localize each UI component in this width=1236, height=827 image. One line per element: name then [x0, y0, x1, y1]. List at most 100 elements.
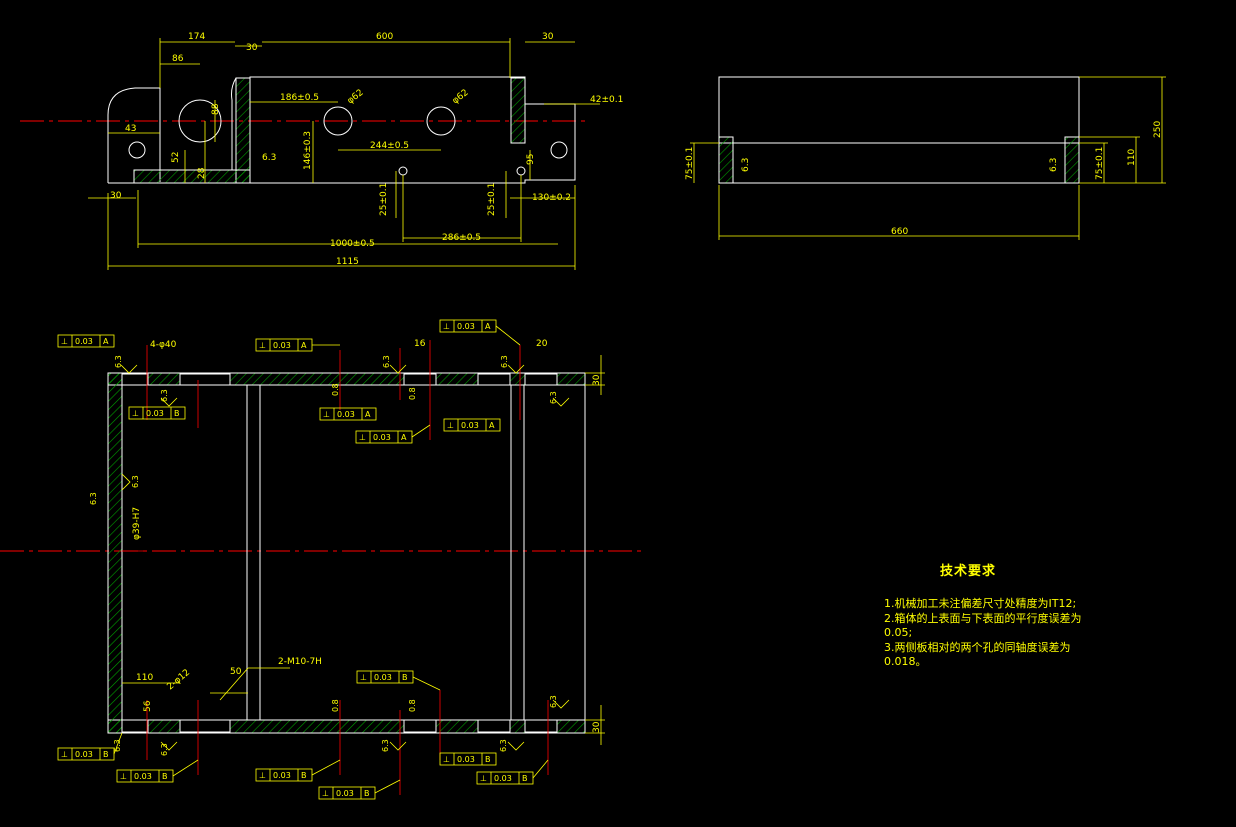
gdt-val-13: 0.03 — [457, 755, 475, 764]
dim-1115: 1115 — [336, 257, 359, 267]
dim-43: 43 — [125, 124, 136, 134]
dim-174: 174 — [188, 32, 205, 42]
dim-6-3-top: 6.3 — [262, 153, 276, 163]
dim-phi62-a: φ62 — [346, 88, 366, 107]
gdt-datum-13: B — [485, 755, 491, 764]
gdt-datum-6: A — [401, 433, 407, 442]
gdt-sym-2: ⊥ — [259, 341, 266, 350]
gdt-datum-10: B — [162, 772, 168, 781]
rough-2: 6.3 — [382, 355, 391, 368]
rough-1: 6.3 — [114, 355, 123, 368]
tech-requirement-line: 3.两侧板相对的两个孔的同轴度误差为 — [884, 640, 1071, 654]
rough-9: 6.3 — [160, 743, 169, 756]
gdt-val-5: 0.03 — [337, 410, 355, 419]
rough-8: 6.3 — [113, 739, 122, 752]
dim-1000: 1000±0.5 — [330, 239, 375, 249]
dim-286: 286±0.5 — [442, 233, 481, 243]
dim-28: 28 — [197, 167, 207, 179]
dim-88: 88 — [211, 103, 221, 115]
gdt-datum-5: A — [365, 410, 371, 419]
gdt-datum-9: B — [103, 750, 109, 759]
callout-30-bottom: 30 — [592, 721, 602, 733]
top-hole-62-left — [323, 106, 353, 136]
gdt-val-12: 0.03 — [336, 789, 354, 798]
dim-42: 42±0.1 — [590, 95, 623, 105]
dim-244: 244±0.5 — [370, 141, 409, 151]
gdt-val-10: 0.03 — [134, 772, 152, 781]
callout-56: 56 — [143, 700, 153, 712]
dim-86: 86 — [172, 54, 184, 64]
bottom-wall-left — [107, 372, 123, 734]
gdt-sym-5: ⊥ — [323, 410, 330, 419]
top-hole-large — [178, 99, 222, 143]
top-hole-small-left — [128, 141, 146, 159]
top-wall-left — [235, 77, 251, 184]
gdt-datum-8: B — [402, 673, 408, 682]
dim-186: 186±0.5 — [280, 93, 319, 103]
side-view: 250 110 75±0.1 75±0.1 6.3 6.3 660 — [685, 76, 1166, 240]
dim-110: 110 — [1127, 149, 1137, 166]
gdt-datum-3: A — [485, 322, 491, 331]
callout-50: 50 — [230, 667, 242, 677]
gdt-datum-4: B — [174, 409, 180, 418]
rough-10: 6.3 — [381, 739, 390, 752]
dim-25-b: 25±0.1 — [487, 183, 497, 216]
dim-phi62-b: φ62 — [451, 88, 471, 107]
gdt-val-7: 0.03 — [461, 421, 479, 430]
side-wall-right — [1064, 136, 1080, 184]
bottom-view: ⊥ 0.03 A ⊥ 0.03 A ⊥ 0.03 A ⊥ 0.03 B ⊥ 0.… — [0, 319, 645, 800]
top-hole-pin-a — [398, 166, 408, 176]
callout-30-top: 30 — [592, 374, 602, 386]
dim-6-3-side-a: 6.3 — [741, 158, 751, 172]
callout-phi39: φ39-H7 — [132, 507, 142, 540]
top-hole-62-right — [426, 106, 456, 136]
top-wall-bottom — [133, 169, 251, 184]
callout-4-phi40: 4-φ40 — [150, 340, 177, 350]
dim-52: 52 — [171, 152, 181, 163]
gdt-sym-12: ⊥ — [322, 789, 329, 798]
dim-600: 600 — [376, 32, 393, 42]
dim-130: 130±0.2 — [532, 193, 571, 203]
dim-30-c: 30 — [110, 191, 122, 201]
dim-6-3-side-b: 6.3 — [1049, 158, 1059, 172]
gdt-sym-13: ⊥ — [443, 755, 450, 764]
dim-660: 660 — [891, 227, 908, 237]
callout-m10: 2-M10-7H — [278, 657, 322, 667]
rough-08-a: 0.8 — [331, 383, 340, 396]
gdt-val-3: 0.03 — [457, 322, 475, 331]
dim-95: 95 — [526, 154, 536, 165]
gdt-sym-14: ⊥ — [480, 774, 487, 783]
callout-110: 110 — [136, 673, 153, 683]
callout-16: 16 — [414, 339, 426, 349]
top-wall-right — [510, 77, 526, 144]
gdt-sym-11: ⊥ — [259, 771, 266, 780]
gdt-datum-12: B — [364, 789, 370, 798]
gdt-val-2: 0.03 — [273, 341, 291, 350]
dim-75-b: 75±0.1 — [1095, 147, 1105, 180]
rough-12: 6.3 — [549, 695, 558, 708]
gdt-val-11: 0.03 — [273, 771, 291, 780]
tech-requirement-line: 0.05; — [884, 626, 913, 639]
gdt-sym-6: ⊥ — [359, 433, 366, 442]
callout-20: 20 — [536, 339, 548, 349]
rough-5: 6.3 — [160, 389, 169, 402]
top-hole-pin-b — [516, 166, 526, 176]
side-wall-left — [718, 136, 734, 184]
dim-25-a: 25±0.1 — [379, 183, 389, 216]
rough-3: 6.3 — [500, 355, 509, 368]
dim-146: 146±0.3 — [303, 131, 313, 170]
top-view: 174 86 30 600 30 88 186±0.5 φ62 φ62 42±0… — [20, 32, 623, 270]
gdt-val-6: 0.03 — [373, 433, 391, 442]
gdt-sym-4: ⊥ — [132, 409, 139, 418]
gdt-datum-11: B — [301, 771, 307, 780]
gdt-val-4: 0.03 — [146, 409, 164, 418]
top-hole-small-right — [550, 141, 568, 159]
tech-requirement-line: 2.箱体的上表面与下表面的平行度误差为 — [884, 611, 1082, 625]
gdt-val-1: 0.03 — [75, 337, 93, 346]
gdt-val-9: 0.03 — [75, 750, 93, 759]
dim-250: 250 — [1153, 121, 1163, 138]
rough-08-b: 0.8 — [408, 387, 417, 400]
rough-7: 6.3 — [131, 475, 140, 488]
gdt-sym-10: ⊥ — [120, 772, 127, 781]
